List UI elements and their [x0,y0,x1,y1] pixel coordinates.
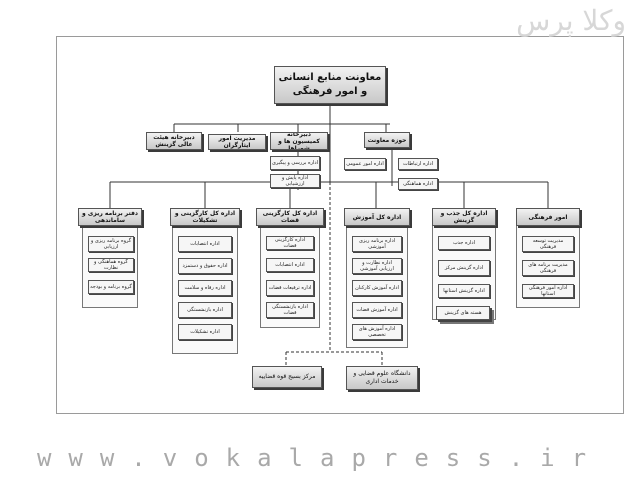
dept5-item-3: اداره گزینش استانها [438,284,490,298]
dept2-item-5: اداره تشکیلات [178,324,232,340]
dept-head-6: امور فرهنگی [516,208,580,226]
dept2-item-2: اداره حقوق و دستمزد [178,258,232,274]
dept-head-5: اداره کل جذب و گزینش [432,208,496,226]
deputy-sub-3: اداره هماهنگی [398,178,438,190]
secretariat-sub-1: اداره بررسی و پیگیری [270,156,320,170]
dept1-item-2: گروه هماهنگی و نظارت [88,258,134,272]
dept4-item-4: اداره آموزش قضات [352,302,402,318]
dept4-item-5: اداره آموزش های تخصصی [352,324,402,340]
dept3-item-2: اداره انتصابات [266,258,314,272]
dept1-item-3: گروه برنامه و بودجه [88,280,134,294]
dept-head-3: اداره کل کارگزینی قضات [256,208,324,226]
dept3-item-4: اداره بازنشستگی قضات [266,302,314,318]
dept6-item-2: مدیریت برنامه های فرهنگی [522,260,574,276]
deputy-sub-2: اداره ارتباطات [398,158,438,170]
dept4-item-2: اداره نظارت و ارزیابی آموزشی [352,258,402,274]
root-box: معاونت منابع انسانی و امور فرهنگی [274,66,386,104]
dept3-item-3: اداره ترفیعات قضات [266,280,314,296]
dept5-item-2: اداره گزینش مرکز [438,260,490,276]
dept6-item-1: مدیریت توسعه فرهنگی [522,236,574,252]
dept2-item-3: اداره رفاه و سلامت [178,280,232,296]
affiliated-unit-1: مرکز بسیج قوه قضاییه [252,366,322,388]
dept2-item-1: اداره انتصابات [178,236,232,252]
staff-unit-1: دبیرخانه هیئت عالی گزینش [146,132,202,150]
dept-head-4: اداره کل آموزش [344,208,410,226]
dept4-item-1: اداره برنامه ریزی آموزشی [352,236,402,252]
dept1-item-1: گروه برنامه ریزی و ارزیابی [88,236,134,252]
secretariat-sub-2: اداره پایش و ارزشیابی [270,174,320,188]
dept2-item-4: اداره بازنشستگی [178,302,232,318]
deputy-sub-1: اداره امور عمومی [344,158,386,170]
dept-head-1: دفتر برنامه ریزی و ساماندهی [78,208,142,226]
affiliated-unit-2: دانشگاه علوم قضایی و خدمات اداری [346,366,418,390]
dept6-item-3: اداره امور فرهنگی استانها [522,284,574,298]
dept3-item-1: اداره کارگزینی قضات [266,236,314,250]
dept5-item-1: اداره جذب [438,236,490,250]
watermark-logo: وکلا پرس [516,4,626,37]
staff-unit-3: دبیرخانه کمیسیون ها و شوراها [270,132,328,150]
dept-head-2: اداره کل کارگزینی و تشکیلات [170,208,240,226]
dept5-item-4: هسته های گزینش [436,306,490,320]
staff-unit-2: مدیریت امور ایثارگران [208,134,266,150]
watermark-url: www.vokalapress.ir [36,444,604,472]
dept4-item-3: اداره آموزش کارکنان [352,280,402,296]
staff-unit-4: حوزه معاونت [364,132,410,148]
